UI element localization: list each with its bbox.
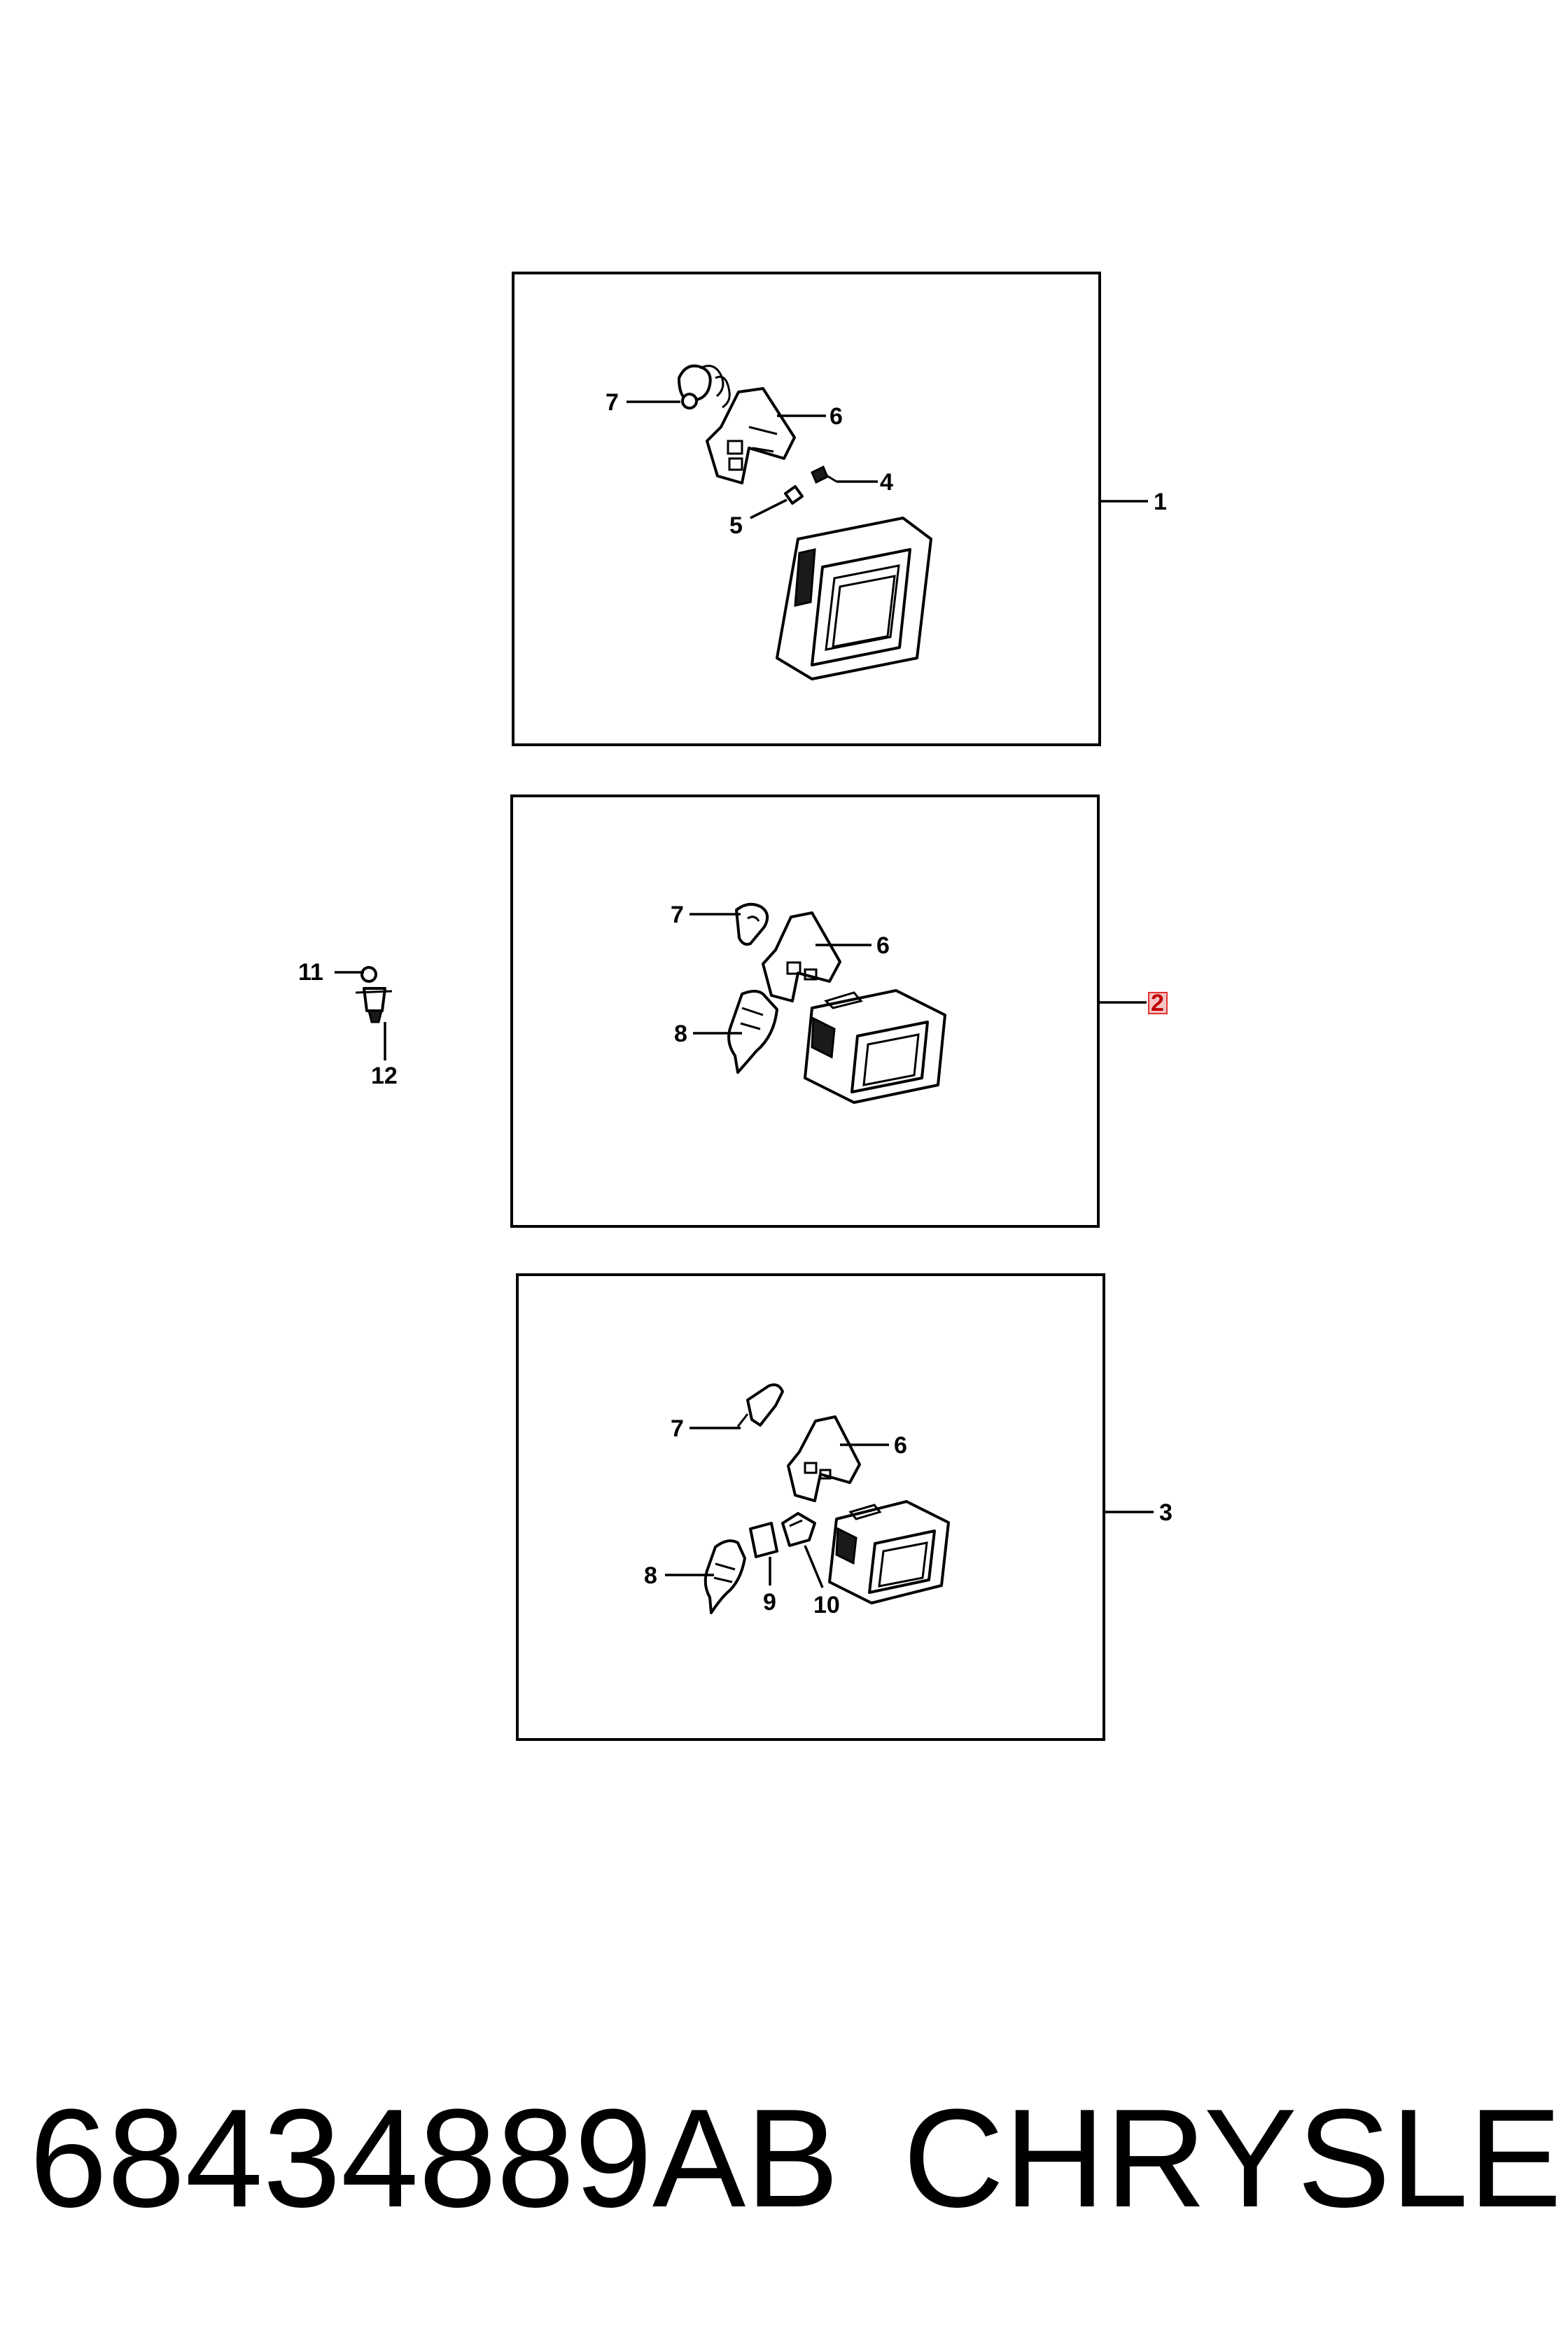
panel-2-retainer xyxy=(727,990,778,1074)
brand-name: CHRYSLER xyxy=(903,2080,1568,2236)
loose-parts: 11 12 xyxy=(298,959,398,1089)
panel-3-label-6: 6 xyxy=(894,1432,907,1459)
panel-2-callout[interactable]: 2 xyxy=(1151,990,1164,1016)
panel-1-label-7: 7 xyxy=(606,389,619,416)
panel-3-bracket xyxy=(787,1415,861,1502)
panel-1-label-5: 5 xyxy=(729,512,743,539)
panel-1-label-6: 6 xyxy=(830,403,843,430)
panel-2-lamp-housing xyxy=(804,989,946,1104)
panel-2-socket xyxy=(735,902,769,946)
panel-1-bulb xyxy=(784,485,804,505)
loose-label-12: 12 xyxy=(371,1063,398,1089)
panel-2-callout-highlight xyxy=(1148,992,1168,1014)
panel-3-label-8: 8 xyxy=(644,1562,657,1589)
panel-3-pad xyxy=(749,1522,778,1558)
panel-1-socket xyxy=(678,364,731,410)
panel-2-label-6: 6 xyxy=(876,932,890,959)
panel-2: 2 7 6 8 xyxy=(510,794,1168,1228)
part-number: 68434889AB xyxy=(29,2080,839,2236)
footer: 68434889AB CHRYSLER xyxy=(29,2080,1568,2236)
panel-1-label-4: 4 xyxy=(880,469,893,496)
panel-3-label-7: 7 xyxy=(671,1415,684,1442)
panel-3-socket xyxy=(736,1383,784,1427)
panel-1-leader-5 xyxy=(750,498,788,519)
loose-fastener xyxy=(355,966,393,1023)
panel-3-clip xyxy=(781,1512,816,1547)
panel-3-label-10: 10 xyxy=(813,1592,840,1618)
panel-1-screw xyxy=(811,465,837,484)
panel-2-label-8: 8 xyxy=(674,1021,687,1047)
loose-label-11: 11 xyxy=(298,959,323,986)
panel-1-bracket xyxy=(706,387,796,484)
panel-3-leader-10 xyxy=(804,1545,824,1588)
panel-1-lamp-housing xyxy=(776,517,932,680)
panel-1-callout[interactable]: 1 xyxy=(1154,489,1167,515)
panel-3-lamp-housing xyxy=(828,1500,950,1604)
panel-2-frame xyxy=(510,794,1100,1228)
panel-1-frame xyxy=(512,272,1101,746)
panel-3-callout[interactable]: 3 xyxy=(1159,1499,1172,1526)
panel-3-retainer xyxy=(704,1539,746,1614)
panel-3-label-9: 9 xyxy=(763,1589,776,1616)
panel-2-label-7: 7 xyxy=(671,902,684,928)
panel-1: 1 7 6 4 5 xyxy=(512,272,1167,746)
panel-3: 3 7 6 8 9 xyxy=(516,1273,1172,1741)
panel-2-bracket xyxy=(762,911,841,1002)
panel-3-frame xyxy=(516,1273,1105,1741)
